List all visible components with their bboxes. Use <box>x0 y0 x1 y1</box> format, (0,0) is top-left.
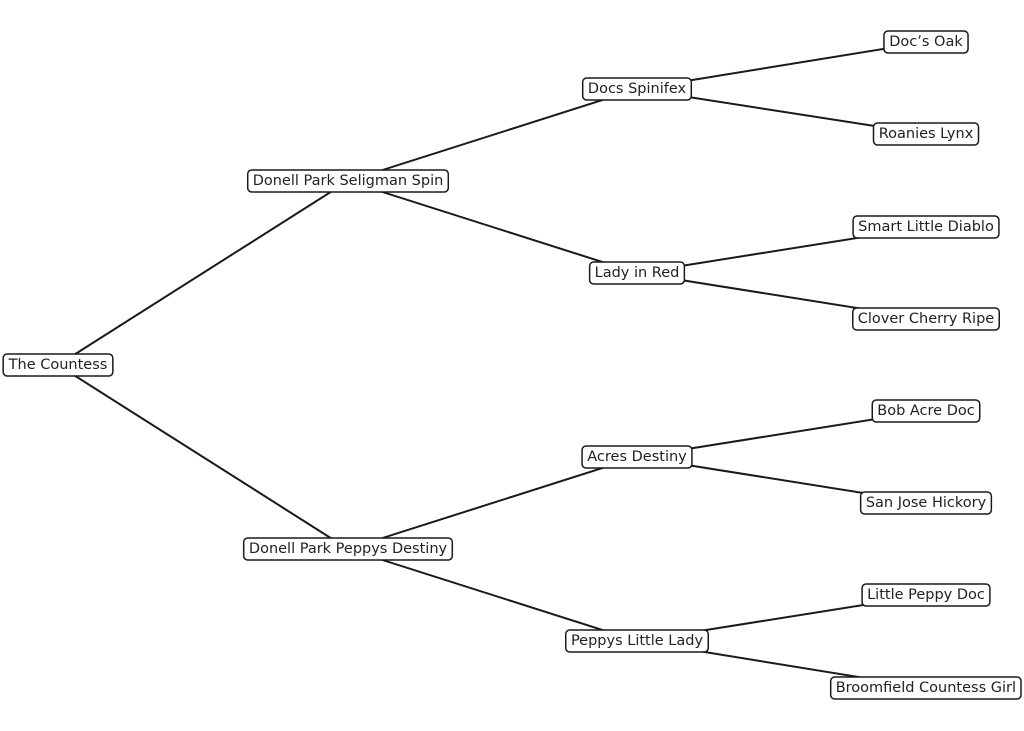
tree-nodes: The Countess Donell Park Seligman Spin D… <box>2 30 1022 700</box>
node-peppys-little-lady: Peppys Little Lady <box>564 629 710 653</box>
edge-peppys-destiny-to-acres-destiny <box>347 456 638 550</box>
node-docs-oak: Doc’s Oak <box>883 30 969 54</box>
edge-peppys-destiny-to-peppys-little-lady <box>347 548 638 642</box>
node-label: Donell Park Seligman Spin <box>253 173 444 189</box>
node-donell-park-peppys-destiny: Donell Park Peppys Destiny <box>242 537 454 561</box>
edge-the-countess-to-seligman-spin <box>57 180 349 366</box>
node-bob-acre-doc: Bob Acre Doc <box>871 399 981 423</box>
node-label: Peppys Little Lady <box>571 633 704 649</box>
node-lady-in-red: Lady in Red <box>588 261 686 285</box>
node-broomfield-countess-girl: Broomfield Countess Girl <box>829 676 1022 700</box>
node-acres-destiny: Acres Destiny <box>581 445 693 469</box>
node-label: Smart Little Diablo <box>858 219 994 235</box>
node-san-jose-hickory: San Jose Hickory <box>859 491 993 515</box>
node-roanies-lynx: Roanies Lynx <box>872 122 980 146</box>
node-label: The Countess <box>8 357 108 373</box>
node-label: Bob Acre Doc <box>877 403 974 419</box>
tree-edges <box>57 41 927 689</box>
edge-seligman-spin-to-lady-in-red <box>347 180 638 274</box>
node-label: Clover Cherry Ripe <box>858 311 994 327</box>
node-label: Roanies Lynx <box>879 126 974 142</box>
node-label: Little Peppy Doc <box>867 587 985 603</box>
node-clover-cherry-ripe: Clover Cherry Ripe <box>852 307 1000 331</box>
node-label: Acres Destiny <box>587 449 687 465</box>
node-docs-spinifex: Docs Spinifex <box>581 77 693 101</box>
node-donell-park-seligman-spin: Donell Park Seligman Spin <box>246 169 450 193</box>
edge-seligman-spin-to-docs-spinifex <box>347 88 638 182</box>
node-label: Doc’s Oak <box>889 34 963 50</box>
node-label: Lady in Red <box>595 265 680 281</box>
node-label: San Jose Hickory <box>866 495 987 511</box>
node-little-peppy-doc: Little Peppy Doc <box>861 583 991 607</box>
edge-the-countess-to-peppys-destiny <box>57 364 349 550</box>
node-label: Docs Spinifex <box>588 81 687 97</box>
node-label: Donell Park Peppys Destiny <box>249 541 448 557</box>
node-smart-little-diablo: Smart Little Diablo <box>852 215 1000 239</box>
node-the-countess: The Countess <box>2 353 114 377</box>
node-label: Broomfield Countess Girl <box>836 680 1016 696</box>
